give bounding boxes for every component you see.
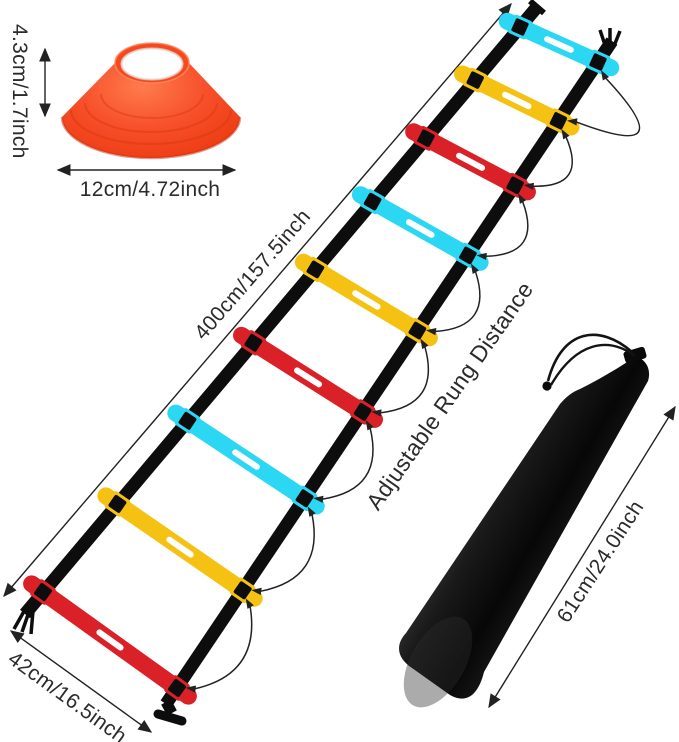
drawstring-toggle xyxy=(542,381,552,391)
rung-handle-slot xyxy=(96,629,124,651)
rung-rail-junction xyxy=(30,579,56,605)
curved-arrowhead xyxy=(426,328,437,336)
curved-arrowhead xyxy=(313,495,324,503)
rung-distance-curve xyxy=(321,427,374,500)
rail-foot-base xyxy=(153,709,187,726)
rung-rail-junction xyxy=(104,491,131,517)
bag-body xyxy=(399,356,650,699)
junction-buckle xyxy=(363,192,382,211)
rail-end-cap xyxy=(528,0,546,16)
curved-arrowhead xyxy=(365,420,374,431)
junction-buckle xyxy=(295,489,314,508)
rung-handle-slot xyxy=(544,36,574,53)
junction-buckle xyxy=(108,494,127,513)
carry-bag xyxy=(399,333,650,708)
rung-distance-curve xyxy=(194,606,253,690)
rung-rail-junction xyxy=(174,408,201,434)
curved-arrowhead xyxy=(470,263,479,274)
disc-cone xyxy=(60,42,242,160)
junction-buckle xyxy=(244,333,263,352)
rung-rail-junction xyxy=(350,399,376,425)
drawstring-cord xyxy=(546,333,633,382)
rung-distance-curve xyxy=(434,271,481,333)
cone-height-label: 4.3cm/1.7inch xyxy=(8,24,31,159)
curved-arrowhead xyxy=(185,685,196,693)
rung-handle-slot xyxy=(166,536,194,558)
rung-rail-junction xyxy=(302,256,329,283)
rung-rail-junction xyxy=(507,14,533,40)
curved-arrowhead xyxy=(420,338,429,350)
curved-arrowhead xyxy=(251,587,262,595)
ladder-length-dimension-arrow xyxy=(3,2,512,598)
ladder-stake-bottom xyxy=(12,605,35,635)
rung-distance-curve xyxy=(575,77,641,137)
ladder-width-dimension-arrow xyxy=(9,630,153,733)
rail-foot-stem xyxy=(161,699,177,716)
rung-handle-slot xyxy=(352,290,381,310)
rung-handle-slot xyxy=(232,449,260,470)
rung-rail-junction xyxy=(455,242,481,268)
rung-rail-junction xyxy=(229,577,256,604)
ladder-rungs xyxy=(23,12,620,705)
bag-bottom-sheen xyxy=(403,616,473,708)
rung-rail-junction xyxy=(502,172,528,198)
junction-buckle xyxy=(233,581,252,600)
junction-buckle xyxy=(511,18,529,36)
rung-rail-junction xyxy=(546,108,571,134)
junction-buckle xyxy=(168,679,186,697)
dimension-arrows xyxy=(3,2,676,733)
drawstring-cord xyxy=(549,343,636,386)
rung-handle-slot xyxy=(294,367,322,388)
junction-buckle xyxy=(306,260,325,279)
curved-arrowhead xyxy=(518,193,527,204)
curved-arrowhead xyxy=(567,118,578,126)
curved-arrowhead xyxy=(523,182,534,190)
junction-buckle xyxy=(417,129,435,148)
junction-buckle xyxy=(466,71,484,89)
rung-rail-junction xyxy=(404,317,431,344)
junction-buckle xyxy=(408,321,427,340)
rung-rail-junction xyxy=(164,675,190,701)
rung-rail-junction xyxy=(585,49,611,75)
curved-arrowhead xyxy=(371,409,382,417)
ladder-left-rail xyxy=(20,2,542,619)
rung-handle-slot xyxy=(502,91,532,110)
curved-arrowhead xyxy=(307,506,316,517)
curved-arrowhead xyxy=(245,598,254,609)
rung-distance-curve xyxy=(380,346,430,414)
curved-arrowhead xyxy=(561,128,570,140)
rung-handle-slot xyxy=(405,219,435,238)
curved-arrowhead xyxy=(601,70,610,81)
rung-handle-slot xyxy=(456,152,486,171)
junction-buckle xyxy=(34,583,52,601)
junction-buckle xyxy=(459,246,477,265)
adjustable-distance-arrows xyxy=(185,70,641,693)
ladder-stake-top xyxy=(598,28,622,49)
junction-buckle xyxy=(353,403,372,421)
rung-distance-curve xyxy=(485,200,529,258)
rung-rail-junction xyxy=(240,330,267,356)
junction-buckle xyxy=(589,53,607,71)
junction-buckle xyxy=(549,112,568,130)
junction-buckle xyxy=(506,176,524,195)
rung-rail-junction xyxy=(291,485,318,512)
cone-diameter-label: 12cm/4.72inch xyxy=(79,178,221,201)
junction-buckle xyxy=(178,411,197,430)
bag-length-dimension-arrow xyxy=(488,405,676,709)
rung-distance-curve xyxy=(532,136,574,187)
rung-rail-junction xyxy=(360,189,386,215)
curved-arrowhead xyxy=(476,252,487,260)
rung-distance-curve xyxy=(260,514,315,593)
rung-rail-junction xyxy=(413,125,439,151)
rung-rail-junction xyxy=(462,67,488,93)
